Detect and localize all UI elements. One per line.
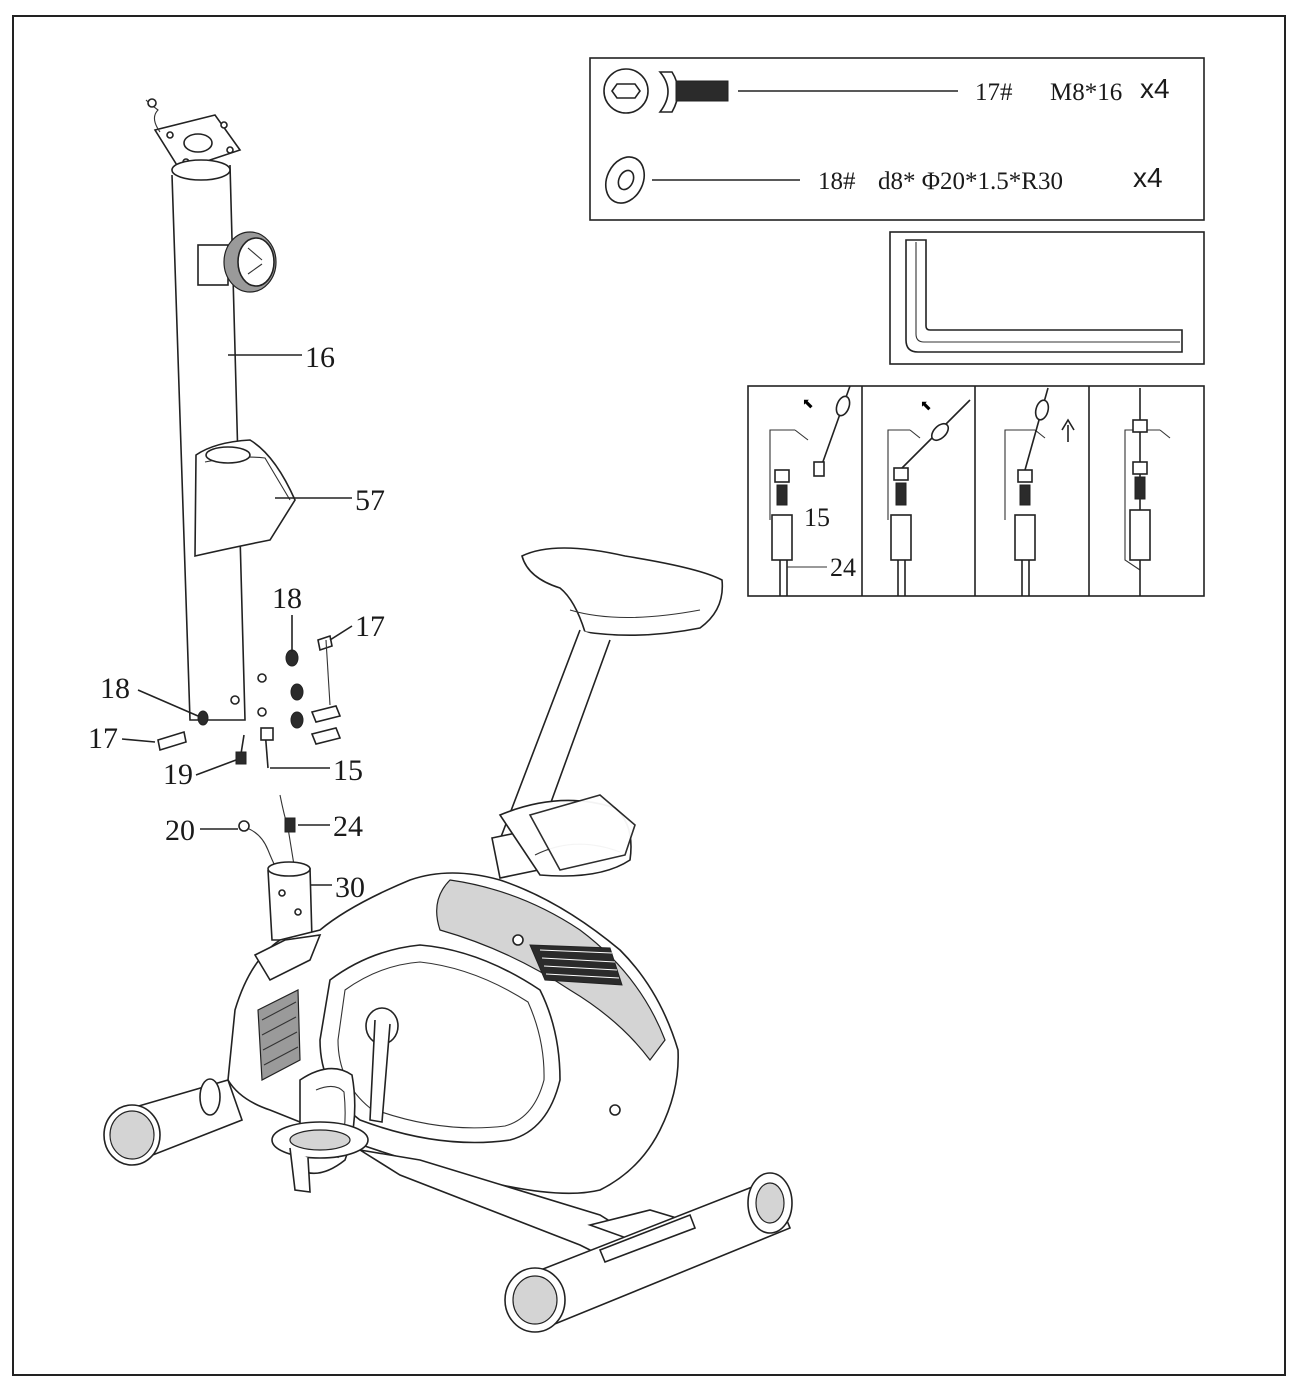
step-label-15: 15 (804, 503, 830, 532)
callout-15: 15 (333, 754, 363, 787)
callout-57: 57 (355, 484, 385, 517)
hardware-18-spec: d8* Φ20*1.5*R30 (878, 168, 1063, 195)
hardware-17-spec: M8*16 (1050, 79, 1122, 106)
callout-30: 30 (335, 871, 365, 904)
cable-step-3 (1004, 387, 1075, 596)
bolt-icon (603, 68, 729, 114)
hardware-box: 17# M8*16 x4 18# d8* Φ20*1.5*R30 x4 (589, 57, 1205, 221)
callout-17-left: 17 (88, 722, 118, 755)
fasteners: 18 17 18 17 (88, 582, 385, 755)
rear-stabilizer (504, 1172, 793, 1333)
hardware-17-part: 17# (975, 79, 1013, 106)
hardware-17-qty: x4 (1140, 73, 1170, 104)
cable-step-4 (1124, 388, 1171, 596)
front-stabilizer (103, 1078, 244, 1166)
cable-steps-panel: ⬉ 15 24 ⬉ (747, 385, 1205, 597)
callout-18-left: 18 (100, 672, 130, 705)
hardware-18-qty: x4 (1133, 162, 1163, 193)
svg-text:⬉: ⬉ (802, 396, 814, 412)
curved-washer-icon (604, 156, 646, 204)
callout-19: 19 (163, 758, 193, 791)
bike-frame (103, 547, 793, 1333)
cable-step-1: ⬉ 15 24 (769, 385, 856, 596)
callout-18-right: 18 (272, 582, 302, 615)
lower-cables: 20 24 (165, 794, 363, 869)
shroud-57: 57 (194, 439, 385, 558)
allen-key-icon (905, 239, 1183, 353)
callout-16: 16 (305, 341, 335, 374)
callout-17-right: 17 (355, 610, 385, 643)
callout-20: 20 (165, 814, 195, 847)
upright-tube-16: 16 (145, 98, 335, 721)
hardware-18-part: 18# (818, 168, 856, 195)
step-label-24: 24 (830, 553, 856, 582)
upper-cables: 19 15 (163, 727, 363, 791)
diagram-frame (12, 15, 1286, 1376)
cable-step-2: ⬉ (887, 398, 971, 596)
base-tube-30: 30 (267, 861, 365, 941)
callout-24: 24 (333, 810, 363, 843)
tube-holes (230, 673, 267, 717)
svg-text:⬉: ⬉ (920, 398, 932, 414)
pedal-crank (271, 1007, 399, 1193)
tool-box (889, 231, 1205, 365)
vent-grille (529, 944, 623, 986)
